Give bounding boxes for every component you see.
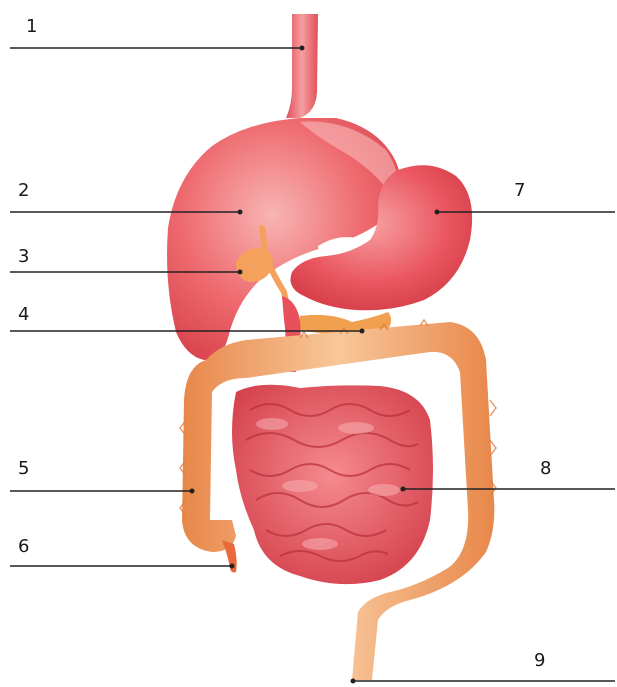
label-5: 5: [18, 458, 29, 479]
label-9: 9: [534, 650, 545, 671]
leader-dot-9: [351, 679, 356, 684]
label-6: 6: [18, 536, 29, 557]
label-7: 7: [514, 180, 525, 201]
leader-dot-5: [190, 489, 195, 494]
label-2: 2: [18, 180, 29, 201]
appendix-shape: [222, 540, 237, 573]
leader-dot-4: [360, 329, 365, 334]
leader-dot-8: [401, 487, 406, 492]
leader-dot-7: [435, 210, 440, 215]
esophagus-shape: [286, 14, 318, 118]
label-8: 8: [540, 458, 551, 479]
leader-dot-2: [238, 210, 243, 215]
small-intestine-shape: [232, 385, 433, 584]
leader-dot-1: [300, 46, 305, 51]
leader-dot-6: [230, 564, 235, 569]
label-1: 1: [26, 16, 37, 37]
label-3: 3: [18, 246, 29, 267]
label-4: 4: [18, 304, 29, 325]
leader-dot-3: [238, 270, 243, 275]
